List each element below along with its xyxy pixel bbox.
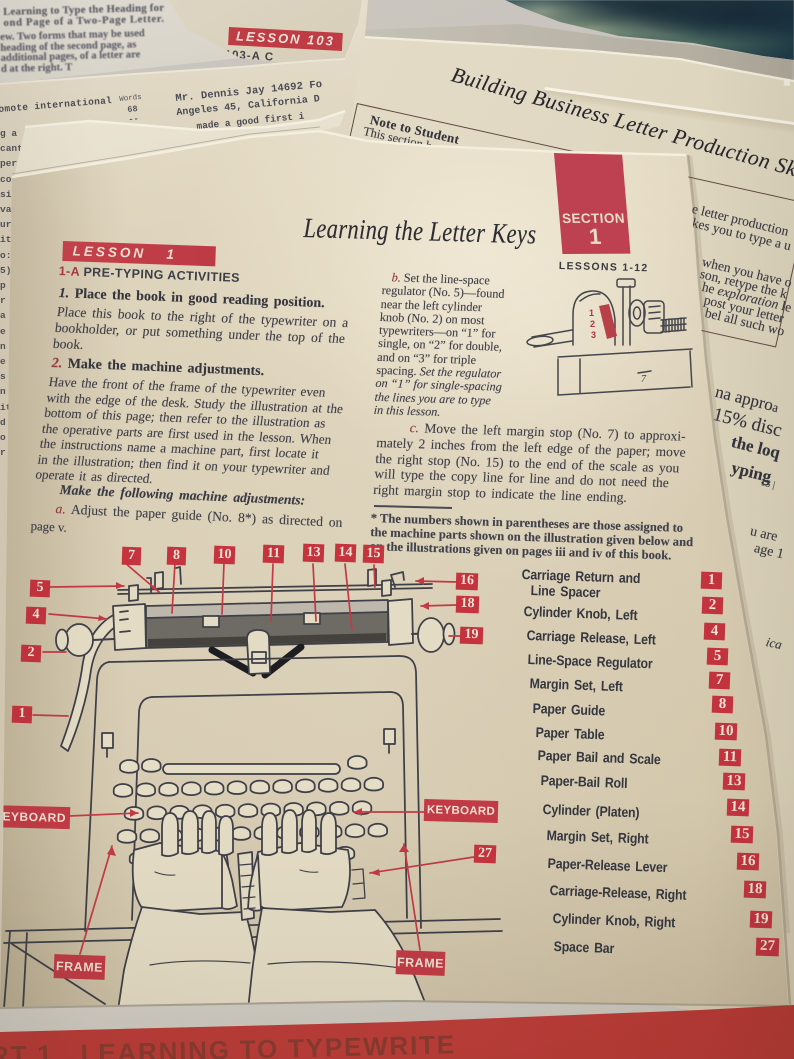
svg-text:7: 7 [641, 374, 647, 385]
svg-text:1: 1 [589, 308, 594, 318]
svg-text:3: 3 [591, 330, 596, 340]
svg-text:2: 2 [590, 319, 595, 329]
